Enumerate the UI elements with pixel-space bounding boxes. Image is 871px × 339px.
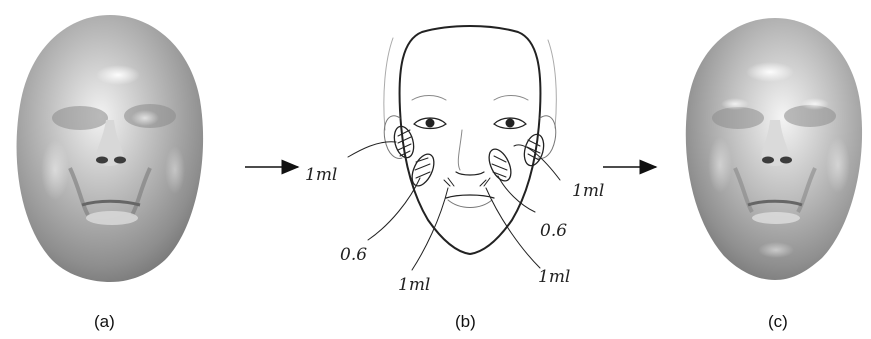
face-render-after [686,18,862,280]
face-sketch [348,26,560,270]
face-render-before [17,15,204,282]
annotation-0.6-left: 0.6 [340,245,367,265]
caption-a: (a) [94,312,115,332]
caption-c: (c) [768,312,788,332]
annotation-1ml-bottom-left: 1ml [398,275,430,295]
caption-b: (b) [455,312,476,332]
annotation-1ml-left-cheek: 1ml [305,165,337,185]
annotation-1ml-bottom-right: 1ml [538,267,570,287]
annotation-1ml-right-cheek: 1ml [572,181,604,201]
annotation-0.6-right: 0.6 [540,221,567,241]
